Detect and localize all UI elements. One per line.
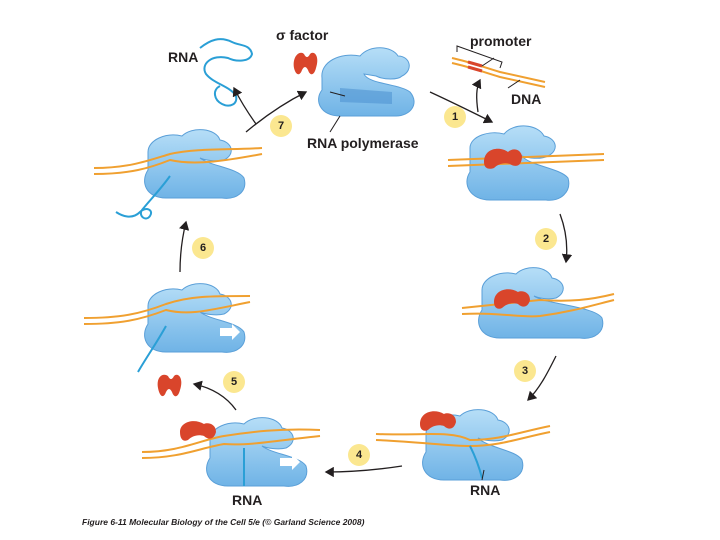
- arrow-step1: [429, 91, 494, 124]
- promoter-bracket: [456, 45, 503, 69]
- step-badge-4: 4: [348, 444, 370, 466]
- leader-line-polymerase: [329, 115, 341, 133]
- free-dna: [451, 57, 546, 88]
- free-rna-polymerase: [318, 47, 415, 117]
- figure-caption: Figure 6-11 Molecular Biology of the Cel…: [82, 517, 365, 527]
- free-sigma-factor: [293, 52, 318, 75]
- step-badge-5: 5: [223, 371, 245, 393]
- rna-polymerase-label: RNA polymerase: [307, 135, 419, 151]
- complex-step2: [461, 267, 615, 339]
- leader-line-dna: [507, 79, 521, 89]
- step-badge-3: 3: [514, 360, 536, 382]
- rna-top-label: RNA: [168, 49, 198, 65]
- svg-text:2: 2: [543, 233, 549, 245]
- complex-step4: [141, 417, 321, 487]
- complex-step7: [93, 129, 263, 220]
- leader-line-promoter: [481, 57, 495, 67]
- arrow-step4: [324, 465, 403, 478]
- svg-text:1: 1: [452, 111, 458, 123]
- arrow-step7: [245, 90, 308, 133]
- svg-text:7: 7: [278, 120, 284, 132]
- step-badge-2: 2: [535, 228, 557, 250]
- released-sigma-factor: [157, 374, 182, 397]
- svg-text:4: 4: [356, 449, 363, 461]
- step-badge-1: 1: [444, 106, 466, 128]
- arrow-promoter-in: [471, 78, 482, 113]
- complex-step6: [83, 283, 251, 373]
- arrow-step3: [527, 355, 557, 401]
- svg-text:3: 3: [522, 365, 528, 377]
- arrow-rna-release: [232, 86, 257, 125]
- dna-label: DNA: [511, 91, 541, 107]
- svg-text:5: 5: [231, 376, 237, 388]
- rna-step5-label: RNA: [232, 492, 262, 508]
- step-badge-6: 6: [192, 237, 214, 259]
- step-badge-7: 7: [270, 115, 292, 137]
- released-rna: [199, 38, 254, 107]
- promoter-label: promoter: [470, 33, 532, 49]
- leader-line-sigma: [329, 91, 346, 97]
- rna-step3-label: RNA: [470, 482, 500, 498]
- svg-text:6: 6: [200, 242, 206, 254]
- sigma-factor-label: σ factor: [276, 27, 329, 43]
- arrow-step5: [192, 380, 237, 411]
- arrow-step2: [559, 213, 573, 264]
- complex-step3: [375, 409, 551, 481]
- complex-step1: [447, 125, 605, 201]
- arrow-step6: [179, 220, 190, 273]
- leader-line-rna-step3: [481, 469, 485, 481]
